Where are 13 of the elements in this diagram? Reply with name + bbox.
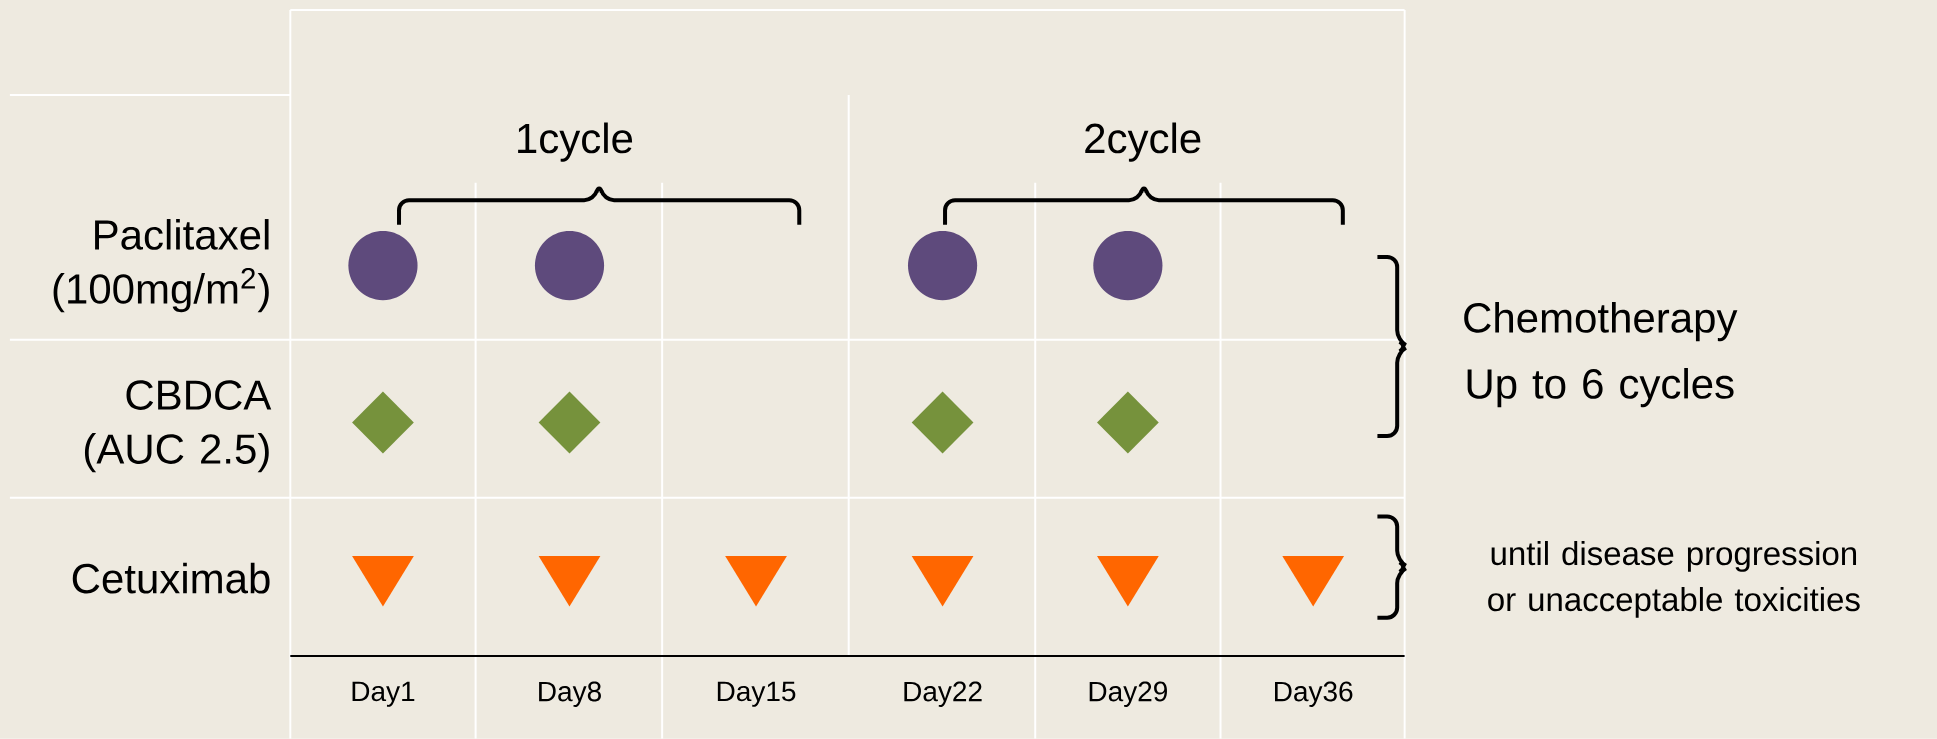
bracket-note: Chemotherapy Up to 6 cycles	[1464, 302, 1738, 408]
row-label: Paclitaxel (100mg/m$^{2}$)	[53, 219, 269, 313]
cycle-label: 1cycle	[518, 122, 633, 162]
row-label: CBDCA (AUC 2.5)	[84, 380, 272, 473]
bracket-note: until disease progression or unacceptable toxicities	[1488, 541, 1860, 618]
row-label: Cetuximab	[72, 562, 270, 594]
day-label: Day29	[1089, 681, 1167, 708]
cycle-label: 2cycle	[1085, 122, 1201, 162]
day-label: Day1	[352, 681, 415, 707]
day-label: Day8	[539, 681, 601, 708]
day-label: Day15	[717, 681, 796, 707]
day-label: Day22	[904, 681, 982, 708]
day-label: Day36	[1275, 681, 1353, 708]
